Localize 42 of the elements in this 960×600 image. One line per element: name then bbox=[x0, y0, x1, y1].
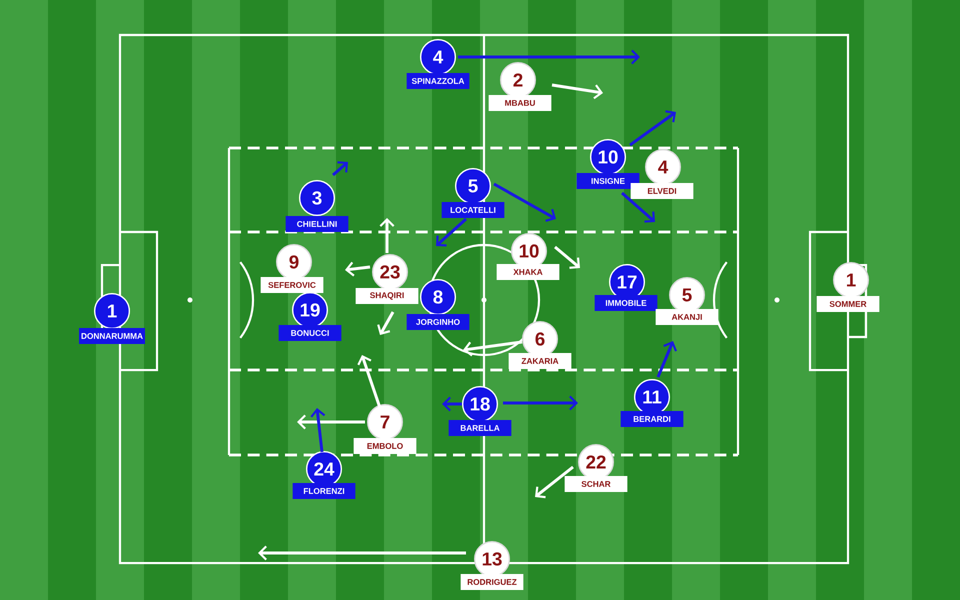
arrow bbox=[436, 218, 467, 247]
arrow bbox=[463, 340, 522, 356]
arrow bbox=[258, 546, 466, 560]
name-plate: JORGINHO bbox=[406, 314, 470, 330]
arrow bbox=[621, 192, 655, 223]
name-plate: IMMOBILE bbox=[594, 295, 658, 311]
arrow bbox=[552, 84, 604, 100]
arrow bbox=[554, 246, 580, 269]
name-plate: AKANJI bbox=[656, 309, 718, 325]
arrow bbox=[656, 341, 677, 378]
name-plate: SHAQIRI bbox=[356, 288, 418, 304]
name-plate: SEFEROVIC bbox=[260, 277, 324, 293]
name-plate: SCHAR bbox=[564, 476, 628, 492]
arrow bbox=[297, 414, 365, 430]
name-plate: FLORENZI bbox=[292, 483, 356, 499]
name-plate: LOCATELLI bbox=[442, 202, 504, 218]
name-plate: DONNARUMMA bbox=[79, 328, 145, 344]
name-plate: MBABU bbox=[488, 95, 552, 111]
arrow bbox=[332, 161, 348, 176]
name-plate: XHAKA bbox=[496, 264, 560, 280]
name-plate: SOMMER bbox=[816, 296, 880, 312]
arrow bbox=[377, 311, 394, 335]
arrow bbox=[310, 408, 326, 452]
name-plate: INSIGNE bbox=[576, 173, 640, 189]
arrow bbox=[493, 182, 556, 222]
name-plate: BERARDI bbox=[620, 411, 684, 427]
name-plate: CHIELLINI bbox=[286, 216, 348, 232]
arrow bbox=[442, 396, 462, 412]
arrow bbox=[629, 110, 676, 146]
arrow bbox=[503, 396, 578, 410]
arrow bbox=[345, 262, 370, 276]
name-plate: ZAKARIA bbox=[508, 353, 572, 369]
name-plate: BARELLA bbox=[448, 420, 512, 436]
name-plate: ELVEDI bbox=[630, 183, 694, 199]
arrow bbox=[380, 218, 394, 253]
name-plate: RODRIGUEZ bbox=[460, 574, 524, 590]
arrow bbox=[357, 355, 382, 408]
name-plate: EMBOLO bbox=[354, 438, 416, 454]
name-plate: BONUCCI bbox=[278, 325, 342, 341]
arrow bbox=[535, 466, 574, 498]
arrow bbox=[458, 50, 640, 64]
name-plate: SPINAZZOLA bbox=[406, 73, 470, 89]
